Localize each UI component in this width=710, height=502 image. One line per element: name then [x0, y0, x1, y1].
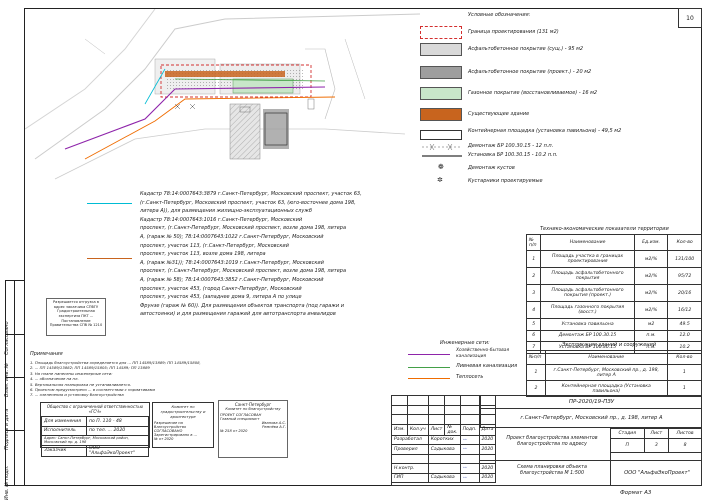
network-heat-swatch [408, 378, 450, 379]
signature-row [391, 453, 497, 464]
legend-container-swatch [420, 130, 462, 140]
legend-asphalt-proj-label: Асфальтобетонное покрытие (проект.) - 20… [468, 69, 592, 75]
existing-building [165, 71, 285, 77]
side-label-replace: Взам. инв. № [4, 363, 10, 397]
legend-title: Условные обозначения: [468, 12, 531, 18]
legend-lawn-label: Газонное покрытие (восстановливаемое) - … [468, 90, 598, 96]
legend-bush-new-label: Кустарники проектируемые [468, 178, 543, 184]
notes-title: Примечания [30, 351, 63, 357]
right-stamp: Санкт-Петербург Комитет по благоустройст… [218, 400, 288, 458]
site-plan [25, 9, 420, 180]
legend-building-swatch [420, 108, 462, 121]
network-sewage-swatch [408, 354, 450, 356]
network-heat-label: Теплосеть [456, 374, 484, 380]
side-label-signature: Подпись и дата [4, 408, 10, 450]
legend-asphalt-exist-label: Асфальтобетонное покрытие (сущ.) - 95 м2 [468, 46, 584, 52]
cadastre-block: Кадастр 78:14:0007643:3879 г.Санкт-Петер… [140, 191, 362, 318]
tep-title: Технико-экономические показатели террито… [540, 226, 669, 232]
drawing-frame [24, 8, 702, 486]
legend-curb-install-label: Установка БР 100.30.15 - 10.2 п.п. [468, 152, 558, 158]
network-storm-swatch [408, 367, 450, 368]
doc-code: ПР-2020/19-ПЗУ [480, 395, 702, 409]
side-label-agreed: Согласовано [4, 321, 10, 355]
project-name: Проект благоустройства элементов благоус… [506, 436, 598, 448]
network-sewage-label: Хозяйственно-бытовая канализация [456, 348, 510, 359]
legend-container-label: Контейнерная площадка (установка павильо… [468, 128, 622, 134]
company-name: ООО "АльфаЭкоПроект" [624, 470, 690, 476]
format-label: Формат А3 [620, 490, 652, 496]
approval-stamp: Общество с ограниченной ответственностью… [40, 402, 150, 457]
legend-asphalt-exist-swatch [420, 43, 462, 56]
legend-curb-swatches [422, 143, 462, 157]
side-label-inventory: Инв. № подл. [4, 465, 10, 501]
bush-new-icon: ✲ [437, 176, 443, 184]
legend-boundary-label: Граница проектирования (131 м2) [468, 29, 559, 35]
signature-row: Н.контр.〰2020 [391, 463, 497, 474]
legend-building-label: Существующее здание [468, 111, 530, 117]
container-platform [264, 112, 288, 146]
legend-asphalt-proj-swatch [420, 66, 462, 79]
networks-title: Инженерные сети: [440, 340, 490, 346]
doc-address: г.Санкт-Петербург, Московский пр., д. 19… [480, 409, 702, 428]
legend-curb-demolish-label: Демонтаж БР 100.30.15 - 12 п.п. [468, 143, 554, 149]
sheet-number: 10 [678, 8, 702, 28]
expl-title: Экспликация зданий и сооружений [562, 342, 657, 348]
bush-demolish-icon: ❁ [438, 163, 444, 171]
network-storm-label: Ливневая канализация [456, 363, 518, 369]
small-stamp: Разрешается отгрузка в адрес заказчика С… [46, 298, 106, 336]
legend-lawn-swatch [420, 87, 462, 100]
legend-bush-demolish-label: Демонтаж кустов [468, 165, 515, 171]
mid-stamp: Комитет по градостроительству и архитект… [152, 402, 214, 448]
legend-boundary-swatch [420, 26, 462, 39]
notes-list: 1. Площадь благоустройства определяется … [30, 360, 201, 398]
sheet-name: Схема планировки объекта благоустройства… [517, 465, 587, 477]
